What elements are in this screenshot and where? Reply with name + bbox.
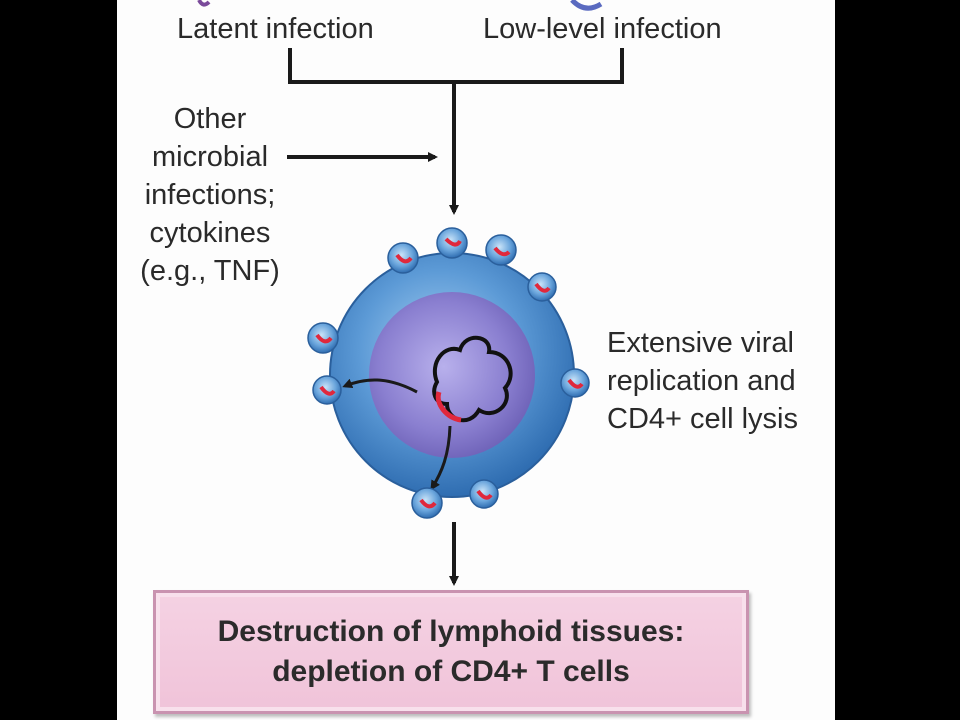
diagram-slide: Latent infection Low-level infection Oth…	[117, 0, 835, 720]
virion	[527, 272, 557, 302]
other-infections-label: Other microbial infections; cytokines (e…	[140, 103, 280, 287]
top-partial-shape-left	[197, 0, 211, 7]
virion	[436, 227, 468, 259]
virions	[307, 227, 590, 519]
top-partial-shape-right	[570, 0, 603, 11]
virion	[387, 242, 419, 274]
outcome-box: Destruction of lymphoid tissues: depleti…	[153, 590, 749, 714]
virion	[469, 479, 499, 509]
budding-arrow-bottom	[430, 425, 452, 491]
infected-cell	[329, 252, 575, 498]
viral-rna-segment	[435, 391, 462, 423]
virion	[307, 322, 339, 354]
outcome-text: Destruction of lymphoid tissues: depleti…	[218, 612, 685, 692]
viral-genome	[432, 335, 513, 423]
low-level-infection-label: Low-level infection	[483, 13, 722, 45]
diagram-graphics	[197, 0, 624, 586]
virion	[485, 234, 517, 266]
outcome-line-1: Destruction of lymphoid tissues:	[217, 615, 685, 648]
extensive-replication-label: Extensive viral replication and CD4+ cel…	[607, 327, 798, 435]
virion	[560, 368, 590, 398]
virion	[411, 487, 443, 519]
bracket-connector	[288, 48, 624, 84]
virion	[312, 375, 342, 405]
budding-arrow-left	[342, 378, 418, 394]
outcome-line-2: depletion of CD4+ T cells	[272, 655, 630, 688]
latent-infection-label: Latent infection	[177, 13, 374, 45]
